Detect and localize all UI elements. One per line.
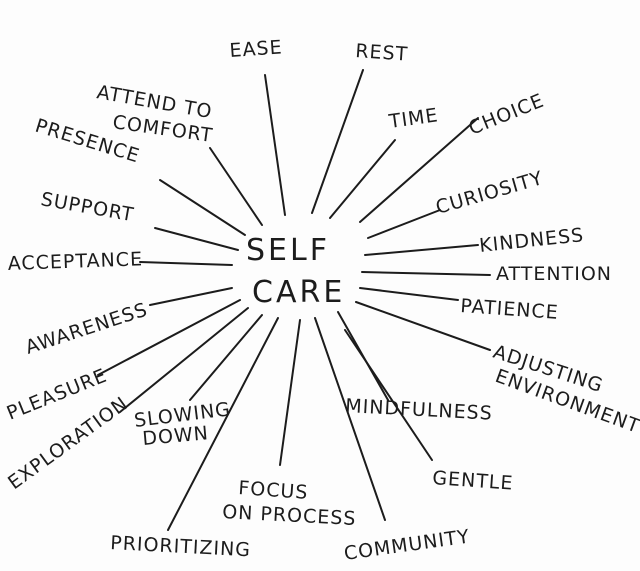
word-on-process: ON PROCESS [222, 501, 357, 530]
ray-community [314, 317, 386, 521]
ray-acceptance [139, 261, 233, 266]
ray-ease [264, 74, 286, 216]
ray-attention [361, 271, 491, 276]
ray-rest [311, 69, 364, 214]
ray-awareness [149, 287, 233, 306]
center-title-line1: SELF [246, 233, 330, 268]
ray-support [154, 227, 239, 251]
ray-gentle [344, 329, 433, 461]
word-time: TIME [387, 104, 440, 133]
ray-choice [359, 117, 479, 223]
word-attention: ATTENTION [496, 263, 612, 285]
ray-time [329, 139, 396, 219]
ray-prioritizing [167, 317, 279, 531]
word-rest: REST [355, 40, 409, 66]
ray-presence [159, 179, 246, 236]
word-down: DOWN [142, 422, 210, 450]
word-ease: EASE [229, 36, 283, 62]
word-gentle: GENTLE [432, 467, 514, 495]
ray-patience [359, 287, 459, 301]
ray-kindness [364, 244, 479, 256]
word-prioritizing: PRIORITIZING [110, 532, 252, 561]
ray-curiosity [367, 209, 441, 239]
ray-pleasure [97, 299, 241, 376]
ray-slowing [189, 314, 263, 401]
word-awareness: AWARENESS [23, 299, 151, 359]
word-focus: FOCUS [238, 477, 309, 504]
ray-adjusting [355, 301, 491, 351]
ray-focus [279, 319, 301, 466]
word-patience: PATIENCE [460, 295, 560, 324]
connector-lines [97, 69, 491, 531]
word-mindfulness: MINDFULNESS [345, 395, 494, 425]
ray-exploration [119, 307, 249, 413]
word-kindness: KINDNESS [478, 224, 585, 257]
word-acceptance: ACCEPTANCE [7, 248, 143, 275]
word-curiosity: CURIOSITY [433, 167, 546, 219]
word-community: COMMUNITY [343, 525, 472, 564]
center-title-line2: CARE [252, 275, 345, 310]
ray-comfort [209, 147, 263, 226]
word-choice: CHOICE [466, 89, 548, 139]
word-support: SUPPORT [39, 188, 136, 226]
